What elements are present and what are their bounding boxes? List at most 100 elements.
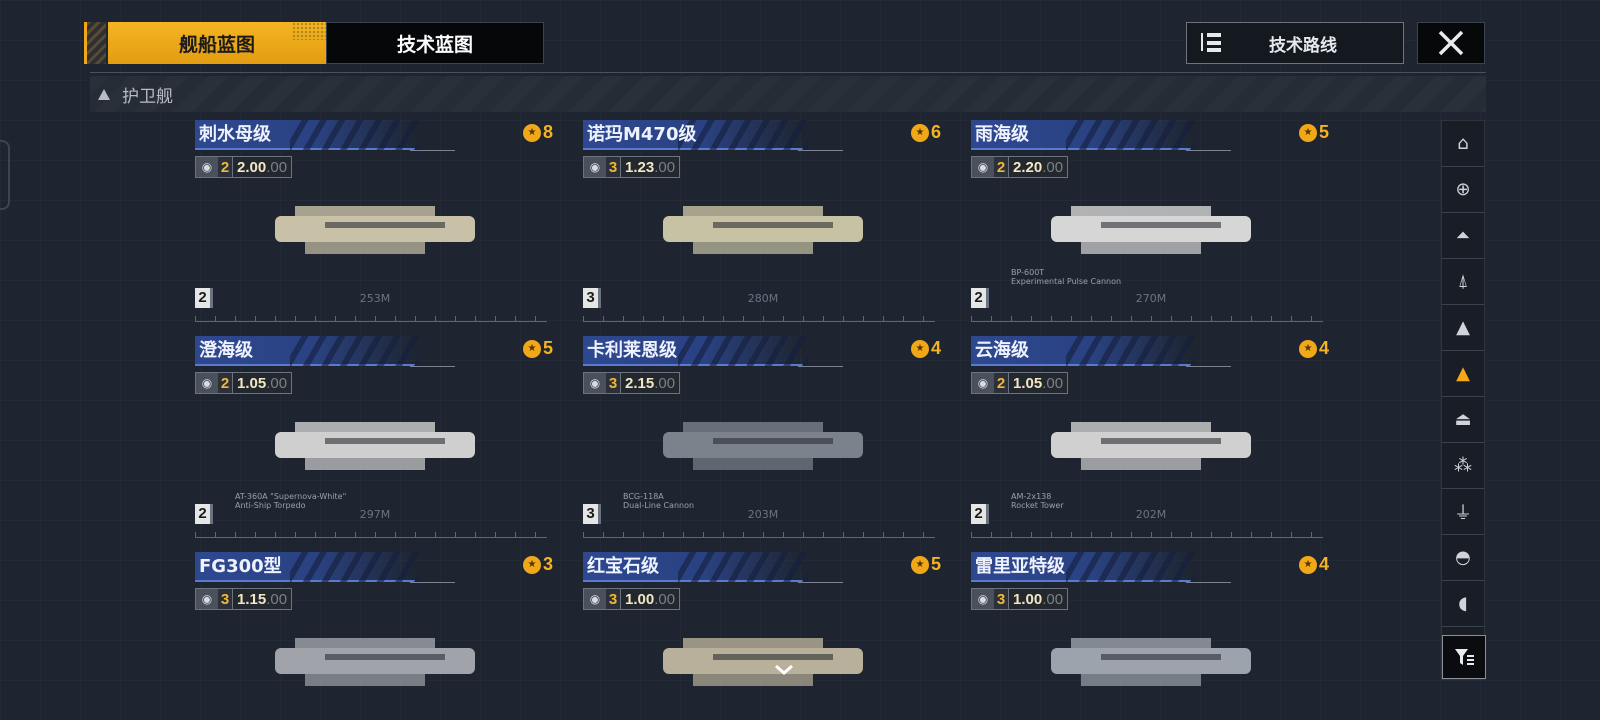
- rank-star-icon: ★: [910, 339, 929, 358]
- corvette-icon[interactable]: ⏏: [1442, 397, 1484, 443]
- tier-value: 2: [218, 157, 232, 177]
- divider: [90, 72, 1486, 73]
- left-drawer-handle[interactable]: [0, 140, 10, 210]
- filter-icon: [1455, 649, 1474, 665]
- leader-line: [410, 582, 455, 583]
- tech-route-button[interactable]: 技术路线: [1186, 22, 1404, 64]
- destroyer-icon[interactable]: ⍋: [1442, 259, 1484, 305]
- tier-value: 3: [218, 589, 232, 609]
- command-cost: ★4: [1298, 554, 1329, 575]
- stat-value: 1.00.00: [1008, 589, 1068, 609]
- faction-gear-icon: ◉: [196, 373, 218, 393]
- rank-star-icon: ★: [910, 555, 929, 574]
- command-cost: ★3: [522, 554, 553, 575]
- aux-icon[interactable]: ⏚: [1442, 489, 1484, 535]
- stat-value: 2.20.00: [1008, 157, 1068, 177]
- ship-level: 2: [195, 504, 213, 524]
- ship-length: 203M: [747, 508, 779, 521]
- ship-image: [663, 638, 863, 686]
- leader-line: [410, 150, 455, 151]
- uee-logo-icon: ◉: [584, 157, 606, 177]
- leader-line: [1186, 582, 1231, 583]
- command-cost: ★5: [522, 338, 553, 359]
- rank-star-icon: ★: [522, 123, 541, 142]
- ship-length: 297M: [359, 508, 391, 521]
- frigate-icon[interactable]: ▲: [1442, 351, 1484, 397]
- command-cost: ★4: [910, 338, 941, 359]
- ship-image: [1051, 422, 1251, 470]
- rank-star-icon: ★: [1298, 555, 1317, 574]
- tier-value: 2: [994, 157, 1008, 177]
- ship-level: 3: [583, 504, 601, 524]
- ship-name: 澄海级: [195, 336, 420, 366]
- stat-value: 2.15.00: [620, 373, 680, 393]
- ship-length: 202M: [1135, 508, 1167, 521]
- ship-class-sidebar: ⌂ ⊕ ⏶ ⍋ ▲ ▲ ⏏ ⁂ ⏚ ◓ ◖: [1441, 120, 1486, 680]
- stat-value: 2.00.00: [232, 157, 292, 177]
- carrier-icon[interactable]: ⌂: [1442, 121, 1484, 167]
- stat-value: 1.05.00: [1008, 373, 1068, 393]
- tab-tech-blueprints[interactable]: 技术蓝图: [326, 22, 544, 64]
- ship-image: [663, 422, 863, 470]
- stat-value: 1.00.00: [620, 589, 680, 609]
- rank-star-icon: ★: [1298, 123, 1317, 142]
- cruiser-icon[interactable]: ⏶: [1442, 213, 1484, 259]
- command-cost: ★6: [910, 122, 941, 143]
- tier-value: 2: [218, 373, 232, 393]
- filter-button[interactable]: [1442, 635, 1486, 679]
- stat-value: 1.15.00: [232, 589, 292, 609]
- ship-name: 云海级: [971, 336, 1196, 366]
- section-header-frigate[interactable]: 护卫舰: [90, 76, 1486, 112]
- ship-name: 诺玛M470级: [583, 120, 808, 150]
- ship-image: [275, 206, 475, 254]
- fighter-squad-icon[interactable]: ⁂: [1442, 443, 1484, 489]
- close-button[interactable]: [1417, 22, 1485, 64]
- battleship-icon[interactable]: ⊕: [1442, 167, 1484, 213]
- tier-value: 3: [606, 589, 620, 609]
- half-dome-icon[interactable]: ◖: [1442, 581, 1484, 627]
- leader-line: [798, 582, 843, 583]
- tier-value: 3: [606, 157, 620, 177]
- rank-star-icon: ★: [910, 123, 929, 142]
- tab-ship-blueprints[interactable]: 舰船蓝图: [108, 22, 326, 64]
- uee-logo-icon: ◉: [584, 589, 606, 609]
- ship-length: 280M: [747, 292, 779, 305]
- section-label: 护卫舰: [122, 86, 173, 107]
- uee-logo-icon: ◉: [196, 157, 218, 177]
- triangle-up-icon: [98, 88, 110, 100]
- ship-name: 卡利莱恩级: [583, 336, 808, 366]
- scale-ruler: [583, 532, 935, 538]
- decorative-stripe: [84, 22, 106, 64]
- rank-star-icon: ★: [522, 555, 541, 574]
- faction-gear-icon: ◉: [972, 373, 994, 393]
- stat-value: 1.23.00: [620, 157, 680, 177]
- command-cost: ★8: [522, 122, 553, 143]
- ship-level: 2: [195, 288, 213, 308]
- tier-value: 2: [994, 373, 1008, 393]
- scroll-down-chevron-icon[interactable]: [774, 662, 794, 678]
- frigate-light-icon[interactable]: ▲: [1442, 305, 1484, 351]
- rank-star-icon: ★: [522, 339, 541, 358]
- ship-name: 红宝石级: [583, 552, 808, 582]
- dome-icon[interactable]: ◓: [1442, 535, 1484, 581]
- command-cost: ★5: [1298, 122, 1329, 143]
- spire-icon: ◉: [972, 589, 994, 609]
